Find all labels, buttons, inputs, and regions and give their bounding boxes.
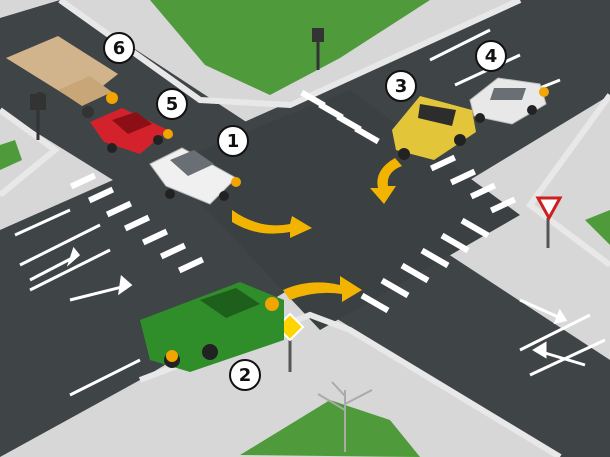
svg-text:2: 2 [239,365,252,386]
label-vehicle-3: 3 [386,71,416,101]
label-vehicle-2: 2 [230,360,260,390]
label-vehicle-1: 1 [218,126,248,156]
svg-text:4: 4 [485,46,498,67]
svg-text:5: 5 [166,94,179,115]
label-vehicle-4: 4 [476,41,506,71]
label-vehicle-6: 6 [104,33,134,63]
svg-text:3: 3 [395,76,408,97]
label-vehicle-5: 5 [157,89,187,119]
svg-text:6: 6 [113,38,126,59]
svg-text:1: 1 [227,131,240,152]
